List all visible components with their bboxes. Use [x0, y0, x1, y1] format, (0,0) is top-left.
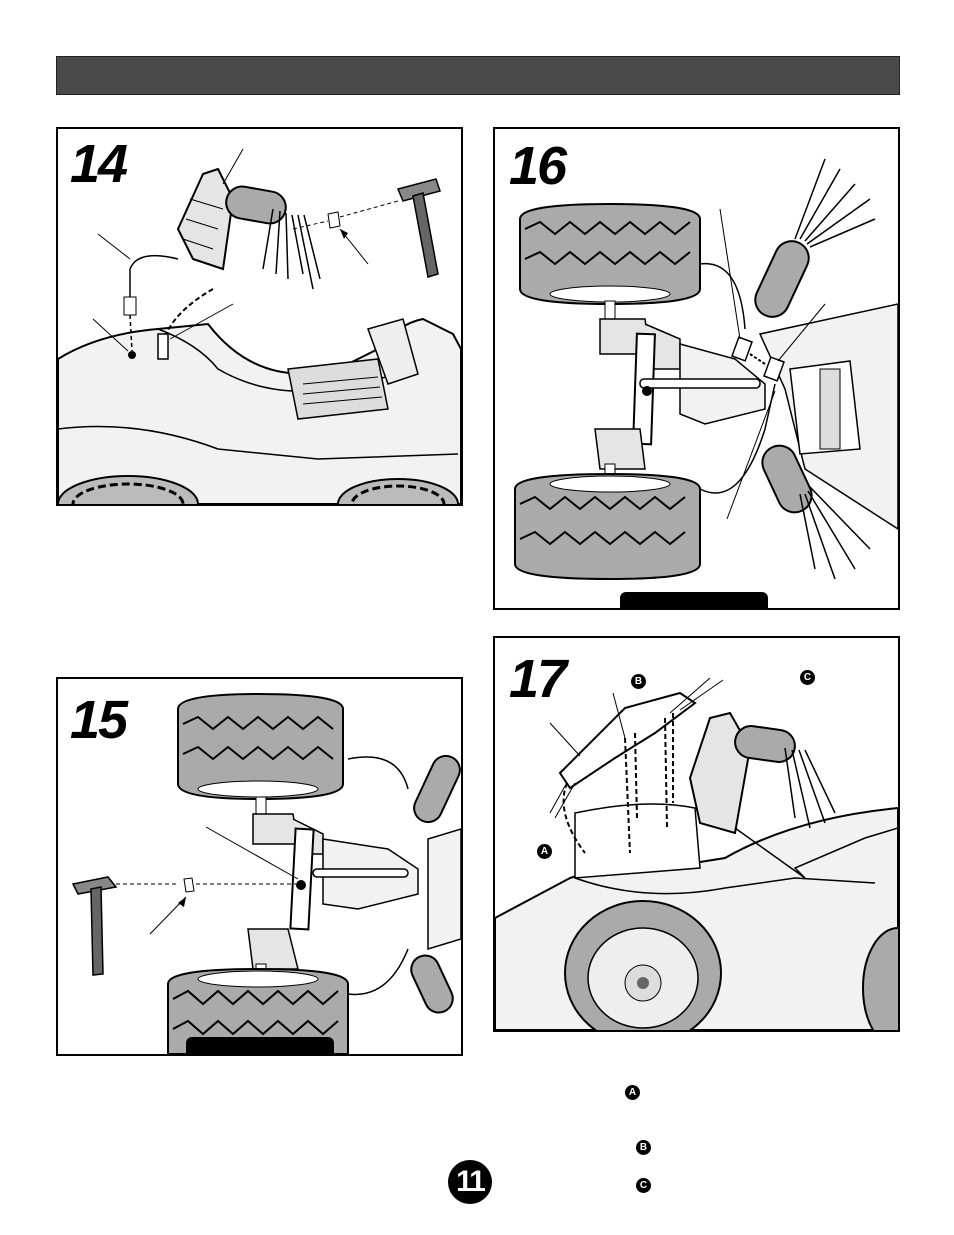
step-16-illustration: [495, 129, 898, 608]
page-number: 11: [448, 1160, 492, 1204]
legend-callout-a: A: [625, 1085, 640, 1100]
handlebar-icon: [690, 713, 835, 833]
handlebar-icon: [178, 169, 320, 289]
callout-a: A: [537, 844, 552, 859]
legend-callout-c: C: [636, 1178, 651, 1193]
step-15-label-tab: [186, 1037, 334, 1056]
step-15-panel: 15: [56, 677, 463, 1056]
hammer-icon: [73, 877, 116, 975]
step-14-panel: 14: [56, 127, 463, 506]
callout-c: C: [800, 670, 815, 685]
tire-icon: [565, 901, 721, 1030]
step-16-label-tab: [620, 592, 768, 610]
tire-icon: [520, 204, 700, 304]
step-number-14: 14: [70, 137, 126, 191]
step-number-17: 17: [509, 652, 565, 706]
hammer-icon: [398, 179, 440, 277]
step-number-15: 15: [70, 693, 126, 747]
step-number-16: 16: [509, 139, 565, 193]
step-16-panel: 16: [493, 127, 900, 610]
section-header-bar: [56, 56, 900, 95]
tire-icon: [178, 694, 343, 799]
tire-icon: [515, 474, 700, 579]
callout-b: B: [631, 674, 646, 689]
step-17-panel: 17: [493, 636, 900, 1032]
legend-callout-b: B: [636, 1140, 651, 1155]
